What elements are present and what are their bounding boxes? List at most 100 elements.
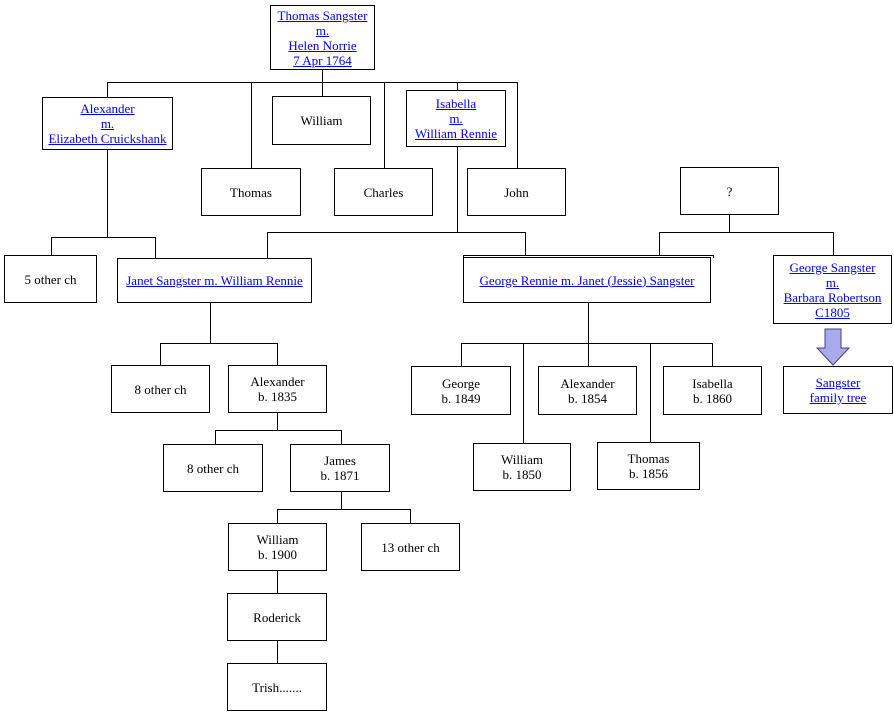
node-13-other-ch: 13 other ch <box>361 523 460 571</box>
connector-line <box>51 237 52 255</box>
node-label: C1805 <box>815 304 850 320</box>
node-label: b. 1871 <box>320 468 360 483</box>
node-label: 7 Apr 1764 <box>293 52 352 68</box>
connector-line <box>277 571 278 593</box>
node-5-other-ch: 5 other ch <box>4 255 97 303</box>
connector-line <box>277 641 278 663</box>
connector-line <box>210 303 211 344</box>
connector-line <box>277 509 411 510</box>
node-william: William <box>272 96 371 145</box>
connector-line <box>155 237 156 258</box>
connector-line <box>461 343 462 366</box>
node-label: Sangster <box>815 375 861 390</box>
node-label: b. 1856 <box>629 466 668 481</box>
node-label: Roderick <box>253 609 301 625</box>
connector-line <box>215 430 216 444</box>
node-label: 5 other ch <box>24 271 77 287</box>
node-label: Isabella <box>692 375 733 391</box>
connector-line <box>410 509 411 523</box>
node-label: Helen Norrie <box>288 37 357 53</box>
connector-line <box>517 82 518 168</box>
connector-line <box>277 509 278 523</box>
connector-line <box>588 343 589 366</box>
connector-line <box>457 147 458 233</box>
connector-line <box>833 232 834 255</box>
connector-line <box>523 343 524 443</box>
node-label: 13 other ch <box>381 539 440 555</box>
connector-line <box>107 82 108 97</box>
connector-line <box>51 237 156 238</box>
node-label: m. <box>449 111 463 126</box>
node-label: William <box>300 113 343 128</box>
node-label: William Rennie <box>414 126 498 141</box>
node-label: b. 1849 <box>441 390 481 406</box>
node-charles: Charles <box>334 168 433 216</box>
node-john: John <box>467 168 566 216</box>
node-label: b. 1860 <box>693 390 732 406</box>
node-janet-sangster-william-rennie[interactable]: Janet Sangster m. William Rennie <box>117 258 312 303</box>
connector-line <box>341 430 342 444</box>
node-label: Isabella <box>435 96 477 111</box>
node-label: Thomas Sangster <box>277 7 368 23</box>
node-label: Trish....... <box>252 679 302 695</box>
connector-line <box>267 232 526 233</box>
node-label: m. <box>825 274 840 290</box>
node-label: b. 1835 <box>258 389 297 404</box>
node-label: Thomas <box>627 451 670 466</box>
node-label: James <box>324 453 356 468</box>
node-8-other-ch-alexander: 8 other ch <box>163 444 263 492</box>
node-label: 8 other ch <box>134 381 187 397</box>
node-label: ? <box>726 183 733 199</box>
node-label: George Rennie m. Janet (Jessie) Sangster <box>479 272 695 288</box>
node-label: John <box>504 184 529 200</box>
connector-line <box>713 255 714 258</box>
down-arrow-icon <box>815 328 851 366</box>
node-unknown-parent: ? <box>680 167 779 215</box>
node-label: family tree <box>809 390 867 405</box>
node-label: b. 1900 <box>258 547 297 562</box>
node-label: b. 1854 <box>568 390 607 406</box>
connector-line <box>341 492 342 510</box>
connector-line <box>277 413 278 431</box>
connector-line <box>267 232 268 258</box>
connector-line <box>107 82 518 83</box>
connector-line <box>215 430 342 431</box>
connector-line <box>659 232 834 233</box>
connector-line <box>251 82 252 168</box>
node-label: Elizabeth Cruickshank <box>48 131 167 146</box>
connector-line <box>322 70 323 83</box>
connector-line <box>107 150 108 238</box>
connector-line <box>712 343 713 366</box>
node-label: George Sangster <box>789 259 876 275</box>
node-label: Barbara Robertson <box>783 289 882 305</box>
node-label: m. <box>100 116 115 131</box>
node-label: William <box>500 452 544 467</box>
connector-line <box>588 303 589 344</box>
node-thomas: Thomas <box>201 168 301 216</box>
connector-line <box>384 82 385 168</box>
node-george-rennie-jessie-sangster[interactable]: George Rennie m. Janet (Jessie) Sangster <box>463 257 711 303</box>
connector-line <box>525 232 526 256</box>
connector-line <box>160 343 278 344</box>
node-label: George <box>441 375 481 391</box>
node-label: Janet Sangster m. William Rennie <box>126 273 303 288</box>
connector-line <box>277 343 278 365</box>
connector-line <box>650 343 651 442</box>
connector-line <box>463 255 714 256</box>
node-label: Alexander <box>250 374 305 389</box>
connector-line <box>659 232 660 256</box>
node-label: Thomas <box>230 184 272 200</box>
node-label: m. <box>315 22 330 38</box>
